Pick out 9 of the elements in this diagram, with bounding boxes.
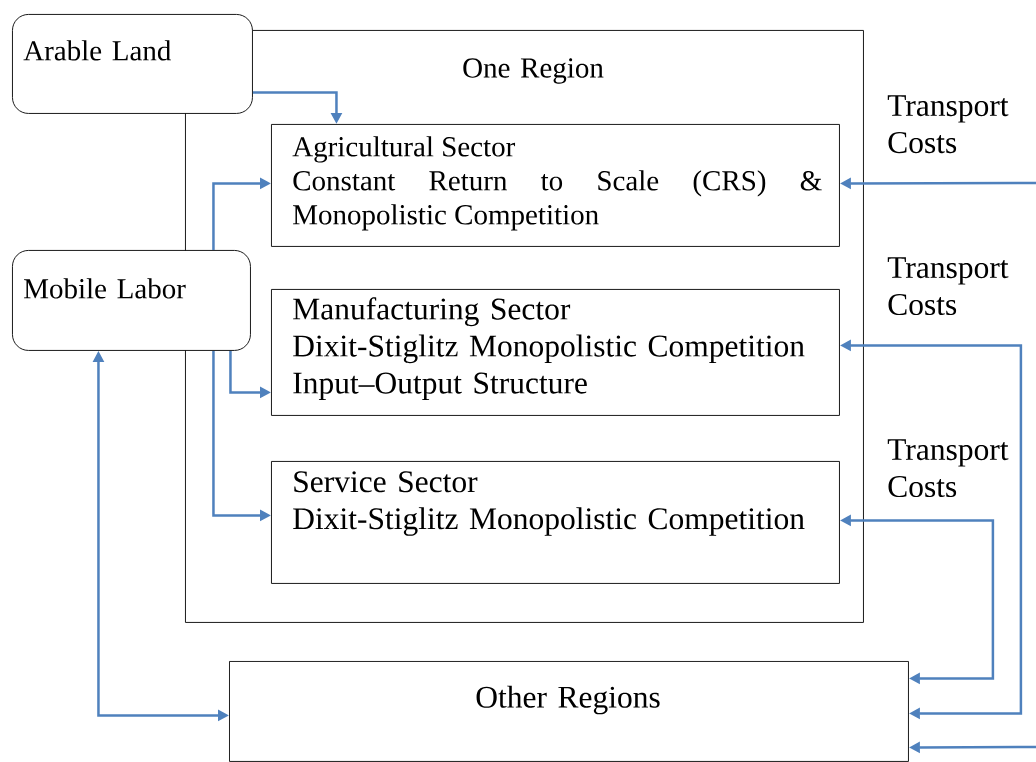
process-box: Other Regions bbox=[229, 660, 909, 762]
rounded-box: Mobile Labor bbox=[12, 250, 251, 351]
process-box: Service Sector Dixit-Stiglitz Monopolistic Competition bbox=[271, 461, 840, 584]
rounded-box: Arable Land bbox=[12, 14, 253, 114]
process-box: Agricultural Sector Constant Return to Scale (CRS) & Monopolistic Competition bbox=[271, 124, 840, 247]
edge-label: Transport Costs bbox=[886, 256, 1014, 317]
edge-label: Transport Costs bbox=[886, 438, 1014, 499]
process-box: Manufacturing Sector Dixit-Stiglitz Monopolistic Competition Input–Output Structure bbox=[271, 289, 840, 416]
edge-label: Transport Costs bbox=[886, 94, 1014, 155]
